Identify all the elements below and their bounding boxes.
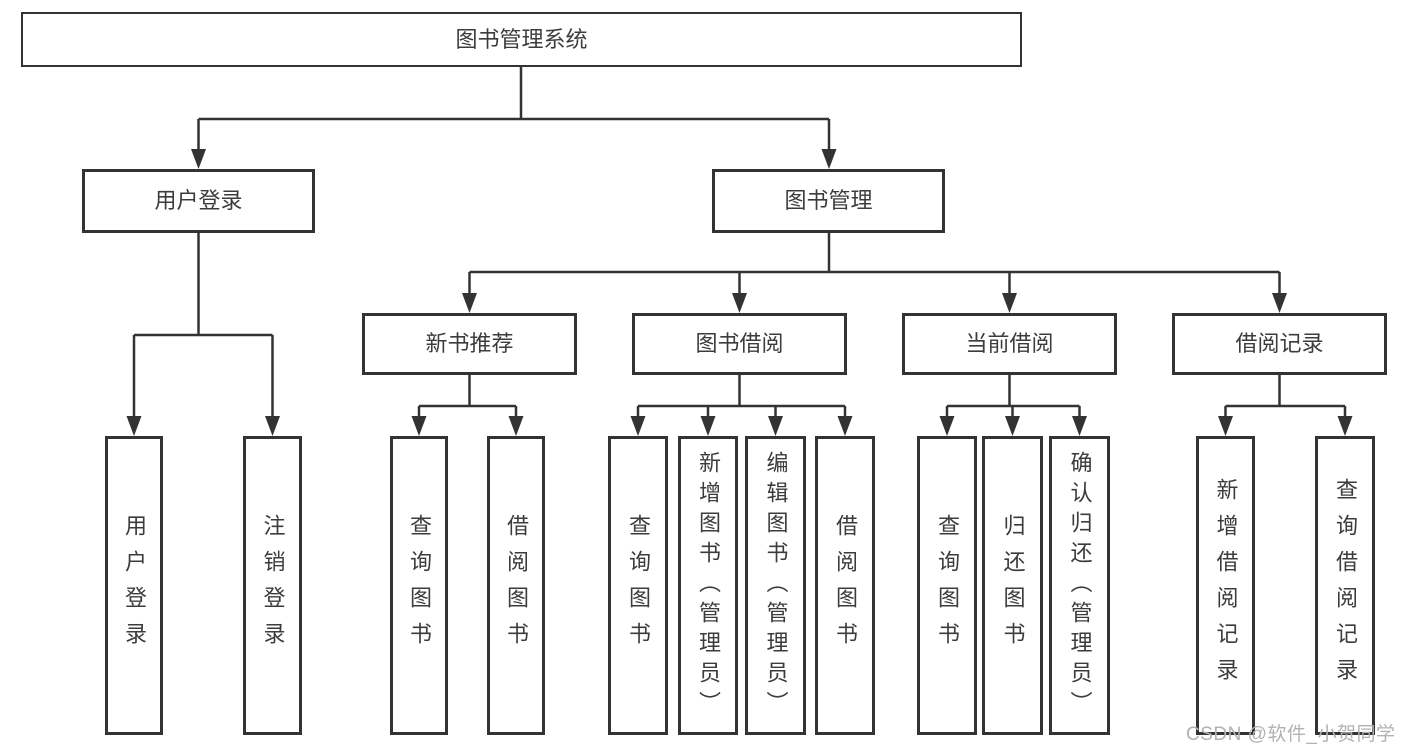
leaf-query-borrow-record: 查询借阅记录 xyxy=(1315,436,1375,735)
node-new-book-recommendation: 新书推荐 xyxy=(362,313,577,375)
leaf-borrow-books-recommend: 借阅图书 xyxy=(487,436,545,735)
node-label: 图书借阅 xyxy=(695,331,784,356)
leaf-query-books-current: 查询图书 xyxy=(917,436,977,735)
leaf-edit-book-admin: 编辑图书（管理员） xyxy=(745,436,806,735)
node-borrowing-records: 借阅记录 xyxy=(1172,313,1387,375)
node-label: 图书管理系统 xyxy=(455,26,588,52)
node-label: 借阅记录 xyxy=(1235,331,1324,356)
leaf-borrow-books-borrowing: 借阅图书 xyxy=(815,436,875,735)
node-current-borrowing: 当前借阅 xyxy=(902,313,1117,375)
node-label: 新书推荐 xyxy=(425,331,514,356)
leaf-return-books: 归还图书 xyxy=(982,436,1043,735)
leaf-user-login: 用户登录 xyxy=(105,436,163,735)
node-book-borrowing: 图书借阅 xyxy=(632,313,847,375)
leaf-add-book-admin: 新增图书（管理员） xyxy=(678,436,738,735)
node-library-management-system: 图书管理系统 xyxy=(21,12,1022,67)
watermark-text: CSDN @软件_小贺同学 xyxy=(1186,724,1396,745)
arrowhead-icons xyxy=(126,149,1353,436)
leaf-add-borrow-record: 新增借阅记录 xyxy=(1196,436,1255,735)
node-label: 当前借阅 xyxy=(965,331,1054,356)
leaf-query-books-recommend: 查询图书 xyxy=(390,436,448,735)
leaf-confirm-return-admin: 确认归还（管理员） xyxy=(1049,436,1110,735)
node-user-login: 用户登录 xyxy=(82,169,315,233)
node-label: 图书管理 xyxy=(784,188,873,213)
leaf-logout: 注销登录 xyxy=(243,436,302,735)
leaf-query-books-borrowing: 查询图书 xyxy=(608,436,668,735)
node-label: 用户登录 xyxy=(154,188,243,213)
node-book-management: 图书管理 xyxy=(712,169,945,233)
